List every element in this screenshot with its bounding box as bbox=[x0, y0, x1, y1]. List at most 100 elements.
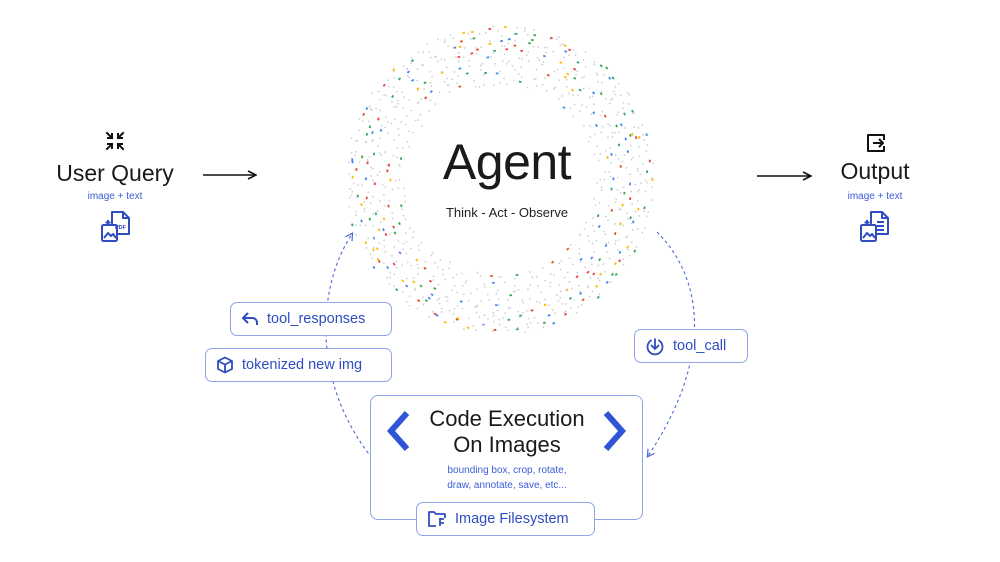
sphere-dot bbox=[507, 38, 511, 41]
sphere-dot bbox=[513, 285, 516, 287]
sphere-dot bbox=[465, 279, 468, 282]
sphere-dot bbox=[638, 189, 640, 191]
sphere-dot bbox=[499, 70, 502, 73]
sphere-dot bbox=[448, 309, 451, 312]
sphere-dot bbox=[475, 305, 478, 308]
sphere-dot bbox=[416, 119, 420, 122]
sphere-dot bbox=[446, 84, 449, 87]
sphere-dot bbox=[623, 191, 626, 195]
sphere-dot bbox=[608, 76, 612, 80]
code-execution-title-line2: On Images bbox=[453, 432, 561, 457]
sphere-dot bbox=[423, 88, 426, 91]
sphere-dot bbox=[503, 77, 505, 80]
sphere-dot bbox=[536, 56, 539, 59]
sphere-dot bbox=[610, 272, 615, 276]
sphere-dot bbox=[596, 182, 598, 184]
sphere-dot bbox=[417, 299, 421, 303]
sphere-dot bbox=[452, 37, 454, 40]
sphere-dot bbox=[637, 126, 640, 129]
sphere-dot bbox=[472, 37, 476, 40]
sphere-dot bbox=[372, 246, 375, 249]
sphere-dot bbox=[631, 132, 634, 136]
sphere-dot bbox=[628, 93, 631, 96]
sphere-dot bbox=[480, 300, 482, 302]
sphere-dot bbox=[423, 266, 427, 270]
sphere-dot bbox=[406, 74, 409, 77]
sphere-dot bbox=[547, 304, 550, 307]
sphere-dot bbox=[638, 146, 640, 148]
sphere-dot bbox=[393, 139, 396, 142]
sphere-dot bbox=[351, 160, 354, 164]
tool-call-pill: tool_call bbox=[634, 329, 748, 363]
sphere-dot bbox=[412, 230, 415, 233]
sphere-dot bbox=[351, 190, 354, 193]
sphere-dot bbox=[651, 178, 654, 181]
sphere-dot bbox=[405, 240, 408, 243]
sphere-dot bbox=[614, 85, 617, 88]
sphere-dot bbox=[521, 57, 523, 60]
sphere-dot bbox=[600, 81, 604, 84]
sphere-dot bbox=[617, 111, 620, 114]
sphere-dot bbox=[393, 245, 396, 249]
sphere-dot bbox=[500, 40, 503, 42]
sphere-dot bbox=[584, 51, 587, 54]
sphere-dot bbox=[356, 196, 358, 199]
sphere-dot bbox=[441, 273, 444, 276]
sphere-dot bbox=[410, 109, 413, 112]
sphere-dot bbox=[372, 236, 375, 239]
sphere-dot bbox=[401, 208, 404, 211]
sphere-dot bbox=[578, 88, 582, 92]
sphere-dot bbox=[382, 83, 386, 87]
sphere-dot bbox=[396, 156, 398, 159]
sphere-dot bbox=[606, 156, 609, 159]
sphere-dot bbox=[494, 63, 497, 65]
sphere-dot bbox=[527, 50, 530, 53]
sphere-dot bbox=[564, 302, 567, 305]
sphere-dot bbox=[622, 224, 624, 227]
sphere-dot bbox=[480, 46, 482, 49]
sphere-dot bbox=[387, 204, 390, 208]
sphere-dot bbox=[530, 309, 534, 312]
sphere-dot bbox=[355, 210, 357, 213]
code-execution-box: Code Execution On Images bounding box, c… bbox=[370, 395, 643, 520]
sphere-dot bbox=[371, 131, 374, 135]
sphere-dot bbox=[483, 314, 486, 317]
tokenized-new-img-pill: tokenized new img bbox=[205, 348, 392, 382]
sphere-dot bbox=[415, 258, 419, 262]
sphere-dot bbox=[596, 214, 600, 218]
sphere-dot bbox=[592, 91, 596, 95]
sphere-dot bbox=[371, 140, 374, 142]
sphere-dot bbox=[533, 78, 536, 81]
sphere-dot bbox=[370, 175, 372, 177]
sphere-dot bbox=[614, 239, 617, 242]
sphere-dot bbox=[525, 54, 528, 57]
sphere-dot bbox=[370, 166, 372, 169]
sphere-dot bbox=[632, 220, 635, 224]
sphere-dot bbox=[561, 302, 564, 305]
sphere-dot bbox=[523, 331, 526, 334]
sphere-dot bbox=[645, 215, 648, 218]
sphere-dot bbox=[637, 170, 639, 172]
sphere-dot bbox=[559, 268, 562, 271]
sphere-dot bbox=[507, 306, 510, 309]
sphere-dot bbox=[565, 288, 569, 292]
sphere-dot bbox=[549, 281, 552, 284]
svg-text:PDF: PDF bbox=[115, 225, 127, 231]
sphere-dot bbox=[597, 264, 600, 267]
sphere-dot bbox=[424, 260, 427, 263]
sphere-dot bbox=[364, 140, 367, 143]
sphere-dot bbox=[428, 279, 433, 283]
reply-arrow-icon bbox=[242, 312, 258, 325]
sphere-dot bbox=[549, 272, 552, 275]
sphere-dot bbox=[470, 52, 474, 55]
sphere-dot bbox=[372, 212, 375, 215]
sphere-dot bbox=[542, 54, 546, 58]
sphere-dot bbox=[630, 190, 632, 193]
sphere-dot bbox=[468, 65, 471, 67]
sphere-dot bbox=[573, 76, 577, 80]
sphere-dot bbox=[386, 169, 389, 173]
sphere-dot bbox=[483, 83, 485, 86]
sphere-dot bbox=[505, 63, 508, 65]
sphere-dot bbox=[577, 284, 580, 287]
